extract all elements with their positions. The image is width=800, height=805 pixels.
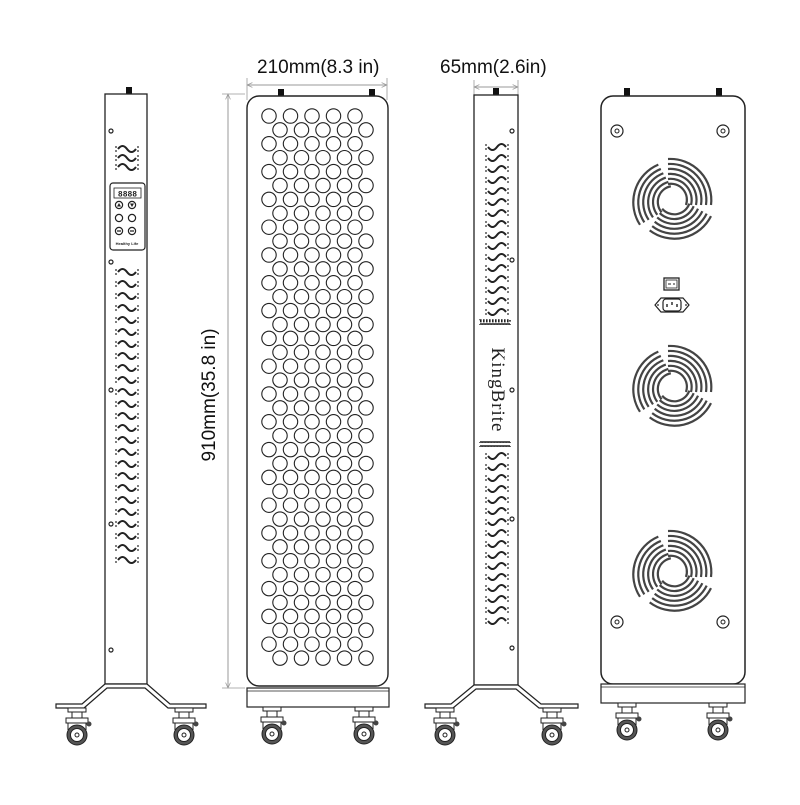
- width-dimension-label: 210mm(8.3 in): [257, 57, 380, 79]
- screw-icon: [611, 616, 623, 628]
- power-socket-icon: [655, 298, 689, 312]
- control-display: 8888: [118, 191, 137, 200]
- power-switch-icon: [664, 278, 679, 290]
- control-panel: 8888: [110, 183, 145, 250]
- left-side-view: 8888: [56, 87, 206, 745]
- screw-icon: [717, 125, 729, 137]
- front-view: [222, 78, 389, 744]
- depth-dimension-label: 65mm(2.6in): [440, 57, 547, 79]
- screw-icon: [611, 125, 623, 137]
- brand-text: KingBrite: [486, 348, 508, 433]
- screw-icon: [717, 616, 729, 628]
- height-dimension-label: 910mm(35.8 in): [199, 328, 221, 461]
- control-panel-label: Healthy Life: [107, 241, 147, 246]
- back-view: [601, 88, 745, 740]
